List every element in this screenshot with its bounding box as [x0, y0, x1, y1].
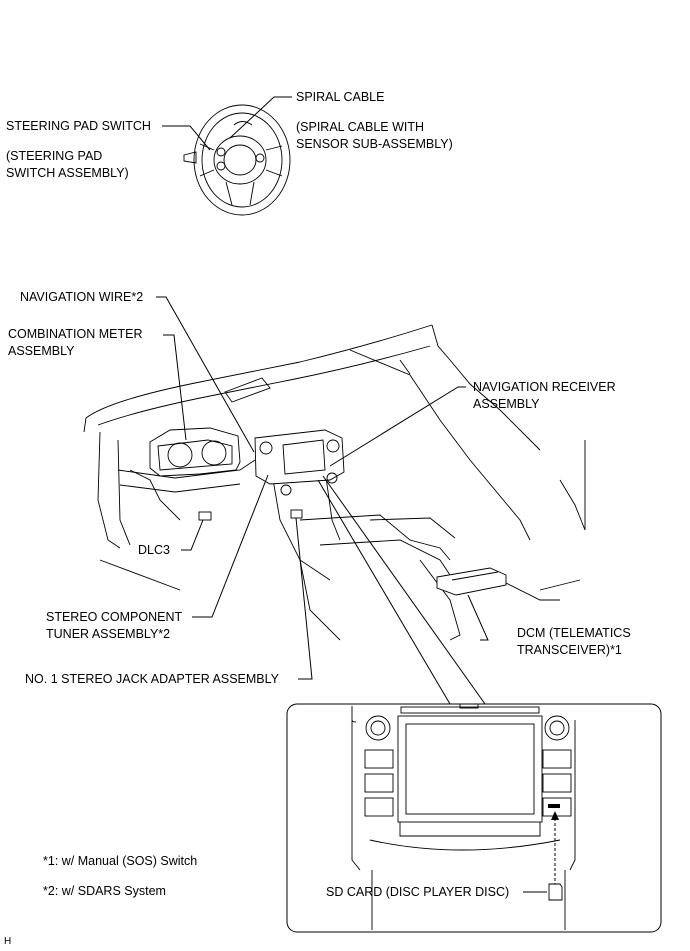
spiral-cable-label: SPIRAL CABLE: [296, 90, 385, 104]
stereo-component-label-line-1: STEREO COMPONENT: [46, 610, 183, 624]
steering-pad-note-line-1: (STEERING PAD: [6, 149, 103, 163]
dcm-label-line-2: TRANSCEIVER)*1: [517, 643, 622, 657]
navigation-wire-label: NAVIGATION WIRE*2: [20, 290, 144, 304]
footnote-1: *1: w/ Manual (SOS) Switch: [43, 854, 198, 868]
dcm-label-line-1: DCM (TELEMATICS: [517, 626, 631, 640]
combination-meter-label-line-1: COMBINATION METER: [8, 327, 143, 341]
combination-meter-label-line-2: ASSEMBLY: [8, 344, 75, 358]
steering-wheel-drawing: [183, 104, 291, 216]
spiral-cable-note-line-1: (SPIRAL CABLE WITH: [296, 120, 425, 134]
steering-pad-note-line-2: SWITCH ASSEMBLY): [6, 166, 129, 180]
corner-mark: H: [4, 936, 12, 947]
sd-card-label: SD CARD (DISC PLAYER DISC): [326, 885, 510, 899]
navigation-receiver-label-line-2: ASSEMBLY: [473, 397, 540, 411]
leader-lines: [156, 96, 547, 893]
dashboard-drawing: [83, 324, 586, 641]
stereo-jack-label: NO. 1 STEREO JACK ADAPTER ASSEMBLY: [25, 672, 280, 686]
stereo-component-label-line-2: TUNER ASSEMBLY*2: [46, 627, 171, 641]
spiral-cable-note-line-2: SENSOR SUB-ASSEMBLY): [296, 137, 453, 151]
dlc3-label: DLC3: [138, 543, 170, 557]
steering-pad-switch-label: STEERING PAD SWITCH: [6, 119, 151, 133]
inset-detail-drawing: [286, 703, 662, 933]
footnote-2: *2: w/ SDARS System: [43, 884, 166, 898]
navigation-receiver-label-line-1: NAVIGATION RECEIVER: [473, 380, 616, 394]
